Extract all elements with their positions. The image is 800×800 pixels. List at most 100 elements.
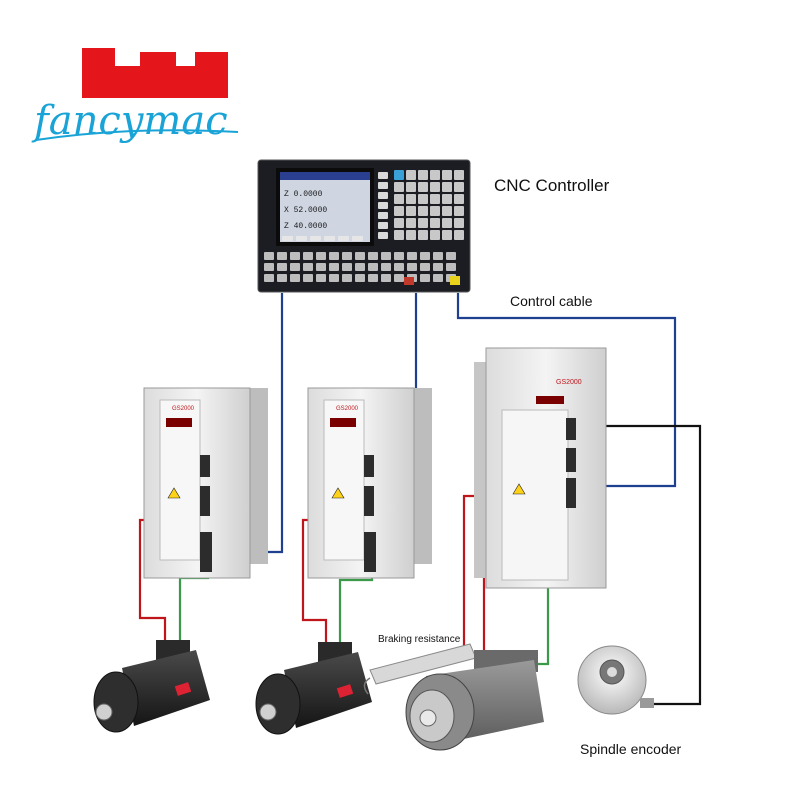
controller-side-key — [378, 222, 388, 229]
controller-keypad-key — [406, 182, 416, 192]
controller-function-key — [433, 274, 443, 282]
controller-function-key — [303, 274, 313, 282]
controller-function-key — [303, 263, 313, 271]
controller-side-key — [378, 172, 388, 179]
controller-function-key — [420, 274, 430, 282]
controller-function-key — [368, 263, 378, 271]
controller-function-key — [342, 274, 352, 282]
controller-function-key — [277, 252, 287, 260]
controller-function-key — [433, 263, 443, 271]
controller-keypad-key — [406, 230, 416, 240]
controller-side-key — [378, 182, 388, 189]
drive-1-display — [166, 418, 192, 427]
controller-keypad-key — [454, 230, 464, 240]
controller-keypad-key — [406, 206, 416, 216]
motor-2-flange — [255, 673, 301, 735]
controller-function-key — [264, 252, 274, 260]
controller-function-key — [264, 263, 274, 271]
controller-keypad-key — [394, 182, 404, 192]
controller-function-key — [342, 252, 352, 260]
control-cable-label: Control cable — [510, 293, 593, 309]
controller-keypad-key — [430, 194, 440, 204]
controller-function-key — [342, 263, 352, 271]
controller-keypad-key — [430, 230, 440, 240]
controller-keypad-key — [454, 182, 464, 192]
screen-softkey — [310, 236, 321, 241]
motor-2-shaft — [259, 703, 277, 721]
controller-keypad-key — [406, 218, 416, 228]
controller-function-key — [355, 263, 365, 271]
servo-motor-1 — [93, 640, 210, 733]
controller-function-key — [329, 263, 339, 271]
logo-red-mark — [82, 48, 228, 98]
controller-keypad-key — [406, 194, 416, 204]
controller-screen-header — [280, 172, 370, 180]
controller-keypad-key — [418, 170, 428, 180]
controller-screen — [280, 172, 370, 242]
controller-function-key — [277, 274, 287, 282]
screen-softkey — [338, 236, 349, 241]
controller-right-keypad — [394, 170, 464, 240]
screen-softkey — [296, 236, 307, 241]
logo-swoosh — [35, 129, 239, 141]
drive-1-model-label: GS2000 — [172, 406, 195, 412]
servo-motor-2 — [255, 642, 372, 735]
controller-function-key — [329, 274, 339, 282]
controller-function-key — [355, 252, 365, 260]
controller-keypad-key — [418, 218, 428, 228]
controller-function-key — [368, 252, 378, 260]
drive-2-connector-b — [364, 486, 374, 516]
drive-1-warning-icon — [167, 487, 181, 499]
braking-resistor-lead — [363, 677, 371, 695]
spindle-drive-model-label: GS2000 — [556, 379, 582, 386]
spindle-encoder-cable — [572, 424, 702, 706]
controller-function-key — [277, 263, 287, 271]
screen-row-1: Z 0.0000 — [284, 190, 323, 199]
controller-keypad-key — [394, 170, 404, 180]
controller-function-key — [290, 274, 300, 282]
controller-keypad-key — [430, 206, 440, 216]
screen-row-2: X 52.0000 — [284, 206, 327, 215]
controller-stop-key — [404, 277, 414, 285]
controller-function-key — [381, 252, 391, 260]
controller-keypad-key — [454, 218, 464, 228]
controller-function-key — [368, 274, 378, 282]
cnc-controller: Z 0.0000 X 52.0000 Z 40.0000 CNC Control… — [257, 159, 610, 293]
controller-start-key — [450, 276, 460, 285]
spindle-drive-connector-b — [566, 448, 576, 472]
drive-2-warning-icon — [331, 487, 345, 499]
controller-keypad-key — [454, 194, 464, 204]
spindle-drive-connector-c — [566, 478, 576, 508]
spindle-motor-shaft — [419, 709, 437, 727]
controller-keypad-key — [406, 170, 416, 180]
servo-drive-2: GS2000 — [307, 387, 432, 579]
controller-keypad-key — [418, 194, 428, 204]
controller-keypad-key — [394, 194, 404, 204]
controller-function-key — [355, 274, 365, 282]
drive-2-connector-c — [364, 532, 376, 572]
controller-keypad-key — [418, 230, 428, 240]
controller-keypad-key — [454, 170, 464, 180]
controller-keypad-key — [442, 218, 452, 228]
motor-1-label-plate — [174, 682, 192, 696]
controller-keypad-key — [442, 170, 452, 180]
control-cable-spindle-drive — [456, 293, 677, 488]
controller-keypad-key — [442, 206, 452, 216]
braking-resistance-label: Braking resistance — [378, 634, 461, 645]
controller-function-key — [420, 263, 430, 271]
controller-bottom-keypad — [264, 252, 456, 282]
spindle-encoder-cable-gland — [640, 698, 654, 708]
controller-keypad-key — [394, 230, 404, 240]
motor-1-body — [122, 650, 210, 726]
controller-function-key — [290, 263, 300, 271]
spindle-drive-front-panel — [501, 409, 569, 581]
screen-softkey — [324, 236, 335, 241]
controller-function-key — [446, 263, 456, 271]
spindle-drive-connector-a — [566, 418, 576, 440]
controller-keypad-key — [418, 182, 428, 192]
controller-function-key — [381, 263, 391, 271]
drive-1-connector-a — [200, 455, 210, 477]
controller-keypad-key — [394, 206, 404, 216]
